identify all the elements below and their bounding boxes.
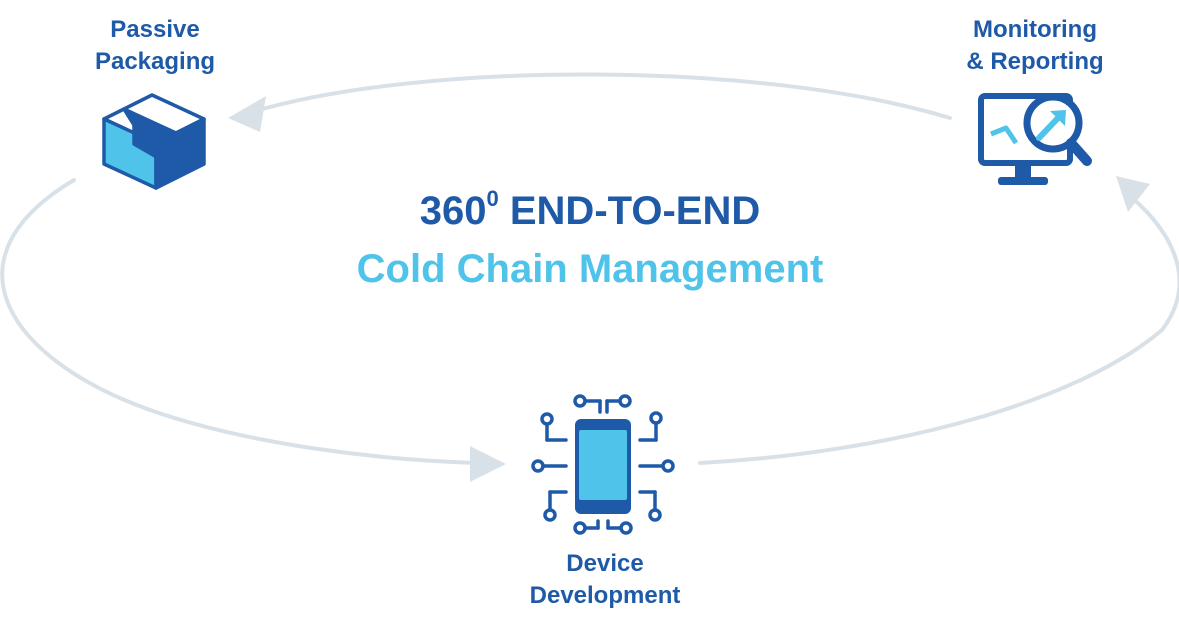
device-development-line2: Development bbox=[529, 582, 681, 609]
monitor-magnifier-icon bbox=[978, 93, 1092, 185]
center-title-suffix: END-TO-END bbox=[498, 189, 761, 233]
arrowhead-up-pointing bbox=[1116, 176, 1150, 212]
passive-packaging-line1: Passive bbox=[110, 16, 200, 43]
circuit-phone-icon bbox=[531, 394, 675, 535]
center-title-line2: Cold Chain Management bbox=[356, 247, 824, 291]
monitoring-reporting-line2: & Reporting bbox=[966, 48, 1104, 75]
center-title-prefix: 360 bbox=[419, 189, 487, 233]
center-title: 3600 END-TO-END Cold Chain Management bbox=[240, 182, 940, 298]
device-development-line1: Device bbox=[566, 550, 644, 577]
monitoring-reporting-label: Monitoring & Reporting bbox=[930, 14, 1140, 78]
cycle-arrows bbox=[0, 72, 1179, 465]
center-title-degree: 0 bbox=[486, 186, 499, 211]
arrow-top bbox=[250, 72, 952, 120]
monitoring-reporting-line1: Monitoring bbox=[973, 16, 1097, 43]
center-title-line1: 3600 END-TO-END bbox=[240, 182, 940, 240]
passive-packaging-line2: Packaging bbox=[94, 48, 216, 75]
arrow-left bbox=[0, 178, 480, 465]
arrow-right bbox=[698, 194, 1179, 465]
arrowhead-left-pointing bbox=[228, 96, 266, 132]
box-icon bbox=[102, 93, 206, 190]
device-development-label: Device Development bbox=[490, 548, 720, 612]
arrowheads bbox=[228, 96, 1150, 482]
arrowhead-right-pointing bbox=[470, 446, 506, 482]
passive-packaging-label: Passive Packaging bbox=[60, 14, 250, 78]
